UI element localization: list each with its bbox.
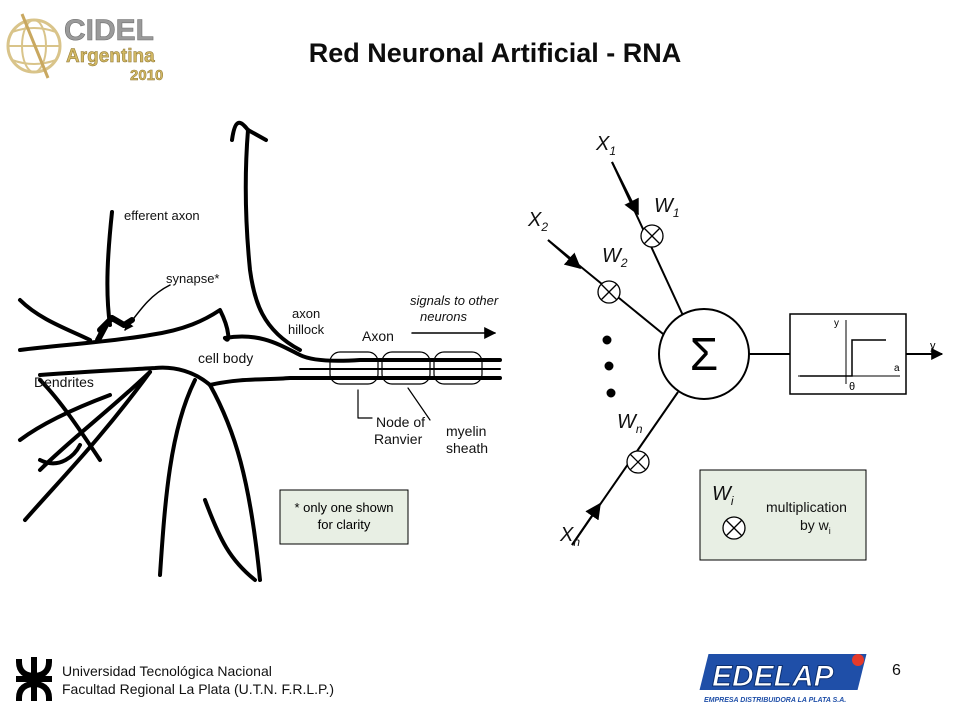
cidel-logo-title: CIDEL	[64, 14, 154, 47]
ellipsis-dot	[604, 361, 614, 371]
node-of-ranvier-pointer	[357, 389, 373, 419]
artificial-neuron-labels: X1 X2 Xn W1 W2 Wn	[527, 133, 680, 549]
footer-line-1: Universidad Tecnológica Nacional	[62, 663, 272, 679]
weight-node-n	[626, 450, 650, 474]
label-node-2: Ranvier	[374, 431, 423, 447]
edelap-logo: EDELAP EMPRESA DISTRIBUIDORA LA PLATA S.…	[699, 654, 867, 704]
axon-trunk	[223, 334, 502, 363]
footer-line-2: Facultad Regional La Plata (U.T.N. F.R.L…	[62, 681, 335, 697]
dendrite	[18, 298, 92, 342]
activation-threshold-label: θ	[849, 381, 855, 393]
biological-neuron-labels: efferent axon synapse* axon hillock sign…	[34, 208, 499, 456]
globe-icon	[6, 13, 62, 79]
label-cell-body: cell body	[198, 350, 253, 366]
legend-weight-node	[722, 516, 746, 540]
label-signals-1: signals to other	[410, 293, 499, 308]
activation-function-box	[789, 313, 907, 395]
edelap-red-dot	[852, 654, 864, 666]
label-myelin-2: sheath	[446, 440, 488, 456]
label-axon-hillock-1: axon	[292, 306, 320, 321]
legend-wi: Wi	[712, 483, 734, 508]
label-signals-2: neurons	[420, 309, 467, 324]
label-x1: X1	[595, 133, 616, 158]
activation-y-axis-label: y	[834, 318, 839, 329]
utn-logo	[15, 657, 53, 702]
label-efferent-axon: efferent axon	[124, 208, 200, 223]
label-dendrites: Dendrites	[34, 374, 94, 390]
clarity-note: * only one shown for clarity	[279, 489, 409, 545]
edelap-logo-text: EDELAP	[712, 660, 835, 693]
cidel-logo-country: Argentina	[66, 46, 155, 67]
footer-institution: Universidad Tecnológica Nacional Faculta…	[62, 662, 334, 698]
synapse-pointer	[124, 284, 171, 331]
label-myelin-1: myelin	[446, 423, 486, 439]
label-w1: W1	[654, 195, 680, 220]
legend-labels: Wi multiplication by wi	[712, 483, 847, 536]
label-axon: Axon	[362, 328, 394, 344]
note-line-1: * only one shown	[294, 500, 393, 515]
step-function	[800, 339, 886, 377]
page-title: Red Neuronal Artificial - RNA	[308, 38, 682, 68]
legend-text-1: multiplication	[766, 499, 847, 515]
weight-node-1	[640, 224, 664, 248]
note-line-2: for clarity	[318, 517, 371, 532]
summation-symbol: Σ	[690, 328, 718, 380]
label-w2: W2	[602, 245, 628, 270]
myelin-sheath-pointer	[407, 387, 431, 421]
efferent-axon-branch	[243, 128, 302, 352]
weight-node-2	[597, 280, 621, 304]
ellipsis-dot	[606, 388, 616, 398]
ellipsis-dot	[602, 335, 612, 345]
activation-labels: y a θ y	[834, 318, 936, 393]
edelap-tagline: EMPRESA DISTRIBUIDORA LA PLATA S.A.	[704, 697, 846, 704]
legend-text-2: by wi	[800, 517, 831, 536]
activation-x-axis-label: a	[894, 363, 900, 374]
dendrite-lower	[158, 378, 197, 577]
label-wn: Wn	[617, 411, 643, 436]
cell-body	[18, 308, 231, 352]
label-xn: Xn	[559, 524, 580, 549]
page-number: 6	[892, 662, 901, 679]
artificial-neuron	[547, 161, 944, 561]
output-y-label: y	[930, 340, 936, 352]
label-axon-hillock-2: hillock	[288, 322, 325, 337]
label-x2: X2	[527, 209, 548, 234]
cidel-argentina-logo: CIDEL Argentina 2010	[6, 13, 164, 84]
label-node-1: Node of	[376, 414, 425, 430]
axon-trunk-lower	[208, 376, 502, 387]
cidel-logo-year: 2010	[130, 67, 163, 84]
legend-box	[699, 469, 867, 561]
biological-neuron	[18, 120, 502, 582]
efferent-axon	[105, 210, 114, 327]
label-synapse: synapse*	[166, 271, 219, 286]
neuron-diagram: efferent axon synapse* axon hillock sign…	[18, 120, 944, 582]
